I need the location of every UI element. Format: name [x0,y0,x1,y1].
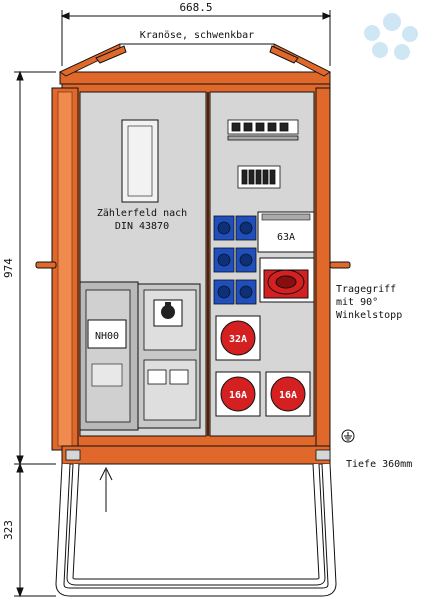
width-dimension [60,10,332,66]
schuko-socket [235,279,257,305]
cee-socket-label: 16A [229,390,247,401]
schuko-socket [213,279,235,305]
cee-socket-63a [259,257,315,303]
roof [59,43,331,85]
height-label: 974 [2,258,15,278]
schuko-socket [235,215,257,241]
main-breaker-63a [257,211,315,253]
height-dimension [14,70,56,598]
crane-eye-left [95,45,127,64]
main-breaker-label: 63A [277,232,295,243]
door-latch-left [35,261,57,269]
cee-socket-16a: 16A [265,371,311,417]
breaker-row-top [227,119,299,141]
schuko-socket [213,215,235,241]
handle-label-1: Tragegriff [336,284,396,295]
cee-socket-label: 16A [279,390,297,401]
stand-frame [55,463,337,597]
lift-arrow-icon [99,466,113,512]
meter-field-label-2: DIN 43870 [115,221,169,232]
cee-socket-16a: 16A [215,371,261,417]
main-switch-unit [137,283,201,429]
water-drops-logo-icon [364,13,418,60]
schuko-socket [235,247,257,273]
meter-field-label-1: Zählerfeld nach [97,208,187,219]
cee-socket-32a: 32A [215,315,261,361]
cee-socket-label: 32A [229,334,247,345]
handle-label-2: mit 90° [336,297,378,308]
door-latch-right [329,261,351,269]
handle-label-3: Winkelstopp [336,310,402,321]
nh-fuse-label: NH00 [95,331,119,342]
ground-symbol-icon [341,429,355,443]
depth-label: Tiefe 360mm [346,459,412,470]
nh-fuse-unit [79,281,139,431]
schuko-socket-grid [213,215,257,305]
crane-eye-right [269,45,299,64]
crane-eye-label: Kranöse, schwenkbar [140,30,254,41]
width-label: 668.5 [179,1,212,14]
stand-height-label: 323 [2,520,15,540]
rcd-row [237,165,281,189]
schuko-socket [213,247,235,273]
